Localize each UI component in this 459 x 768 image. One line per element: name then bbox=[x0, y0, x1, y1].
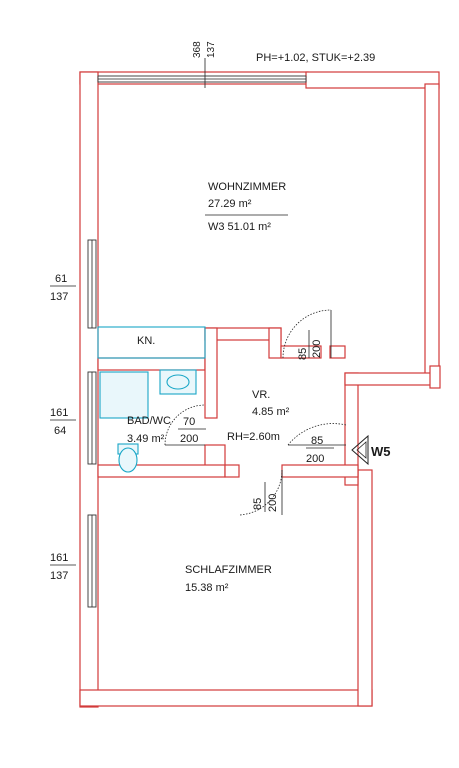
door-swing-wohn bbox=[282, 309, 332, 359]
door-schlaf-a: 85 bbox=[252, 498, 264, 510]
door-schlaf-b: 200 bbox=[267, 494, 279, 512]
window-dim-bottom: 137 bbox=[206, 41, 217, 58]
level-info: PH=+1.02, STUK=+2.39 bbox=[256, 52, 375, 64]
vr-name: VR. bbox=[252, 389, 270, 401]
shower-tray bbox=[99, 371, 149, 419]
vr-height: RH=2.60m bbox=[227, 431, 280, 443]
entrance-marker: W5 bbox=[351, 434, 391, 466]
w3-bottom: 137 bbox=[50, 570, 68, 582]
door-wohn-a: 85 bbox=[297, 348, 309, 360]
top-wall-right bbox=[305, 71, 440, 89]
door-wohn-b: 200 bbox=[311, 340, 323, 358]
window-dim-top: 368 bbox=[192, 41, 203, 58]
kitchen-niche bbox=[97, 326, 206, 359]
living-bottom-wall bbox=[97, 357, 206, 371]
w3-top: 161 bbox=[50, 552, 68, 564]
w2-bottom: 64 bbox=[54, 425, 66, 437]
bad-area: 3.49 m² bbox=[127, 433, 165, 445]
w1-top: 61 bbox=[55, 273, 67, 285]
inner-walls bbox=[97, 327, 359, 478]
bedroom-top-wall bbox=[281, 464, 359, 478]
w1-bottom: 137 bbox=[50, 291, 68, 303]
kn-name: KN. bbox=[137, 335, 155, 347]
w2-top: 161 bbox=[50, 407, 68, 419]
windows bbox=[87, 58, 307, 608]
entrance-label: W5 bbox=[371, 444, 391, 459]
wohnzimmer-name: WOHNZIMMER bbox=[208, 181, 286, 193]
bath-fixtures bbox=[99, 369, 197, 473]
vr-top-step bbox=[268, 327, 282, 359]
corridor-top-wall bbox=[344, 372, 436, 386]
door-swing-bad bbox=[164, 404, 206, 446]
vr-top-wall-3 bbox=[329, 345, 346, 359]
schlafzimmer-area: 15.38 m² bbox=[185, 582, 229, 594]
door-bad-a: 70 bbox=[183, 416, 195, 428]
door-swing-entry bbox=[287, 423, 347, 446]
vr-top-wall-2 bbox=[280, 345, 322, 359]
bedroom-top-stub bbox=[224, 464, 240, 478]
right-wall bbox=[424, 83, 440, 385]
vr-area: 4.85 m² bbox=[252, 406, 290, 418]
entrance-arrow-icon bbox=[351, 434, 369, 466]
bottom-wall bbox=[79, 689, 373, 707]
door-entry-a: 85 bbox=[311, 435, 323, 447]
right-lower-wall bbox=[357, 469, 373, 707]
doors bbox=[164, 309, 347, 516]
door-swing-schlaf bbox=[238, 469, 283, 516]
door-bad-b: 200 bbox=[180, 433, 198, 445]
wohnzimmer-unit: W3 51.01 m² bbox=[208, 221, 271, 233]
wohnzimmer-area: 27.29 m² bbox=[208, 198, 252, 210]
door-entry-b: 200 bbox=[306, 453, 324, 465]
bad-name: BAD/WC bbox=[127, 415, 171, 427]
bath-right-wall bbox=[204, 327, 218, 419]
schlafzimmer-name: SCHLAFZIMMER bbox=[185, 564, 272, 576]
toilet-bowl bbox=[118, 447, 138, 473]
pillar bbox=[429, 365, 441, 389]
bath-bottom-wall bbox=[97, 464, 226, 478]
outer-walls bbox=[79, 71, 441, 708]
